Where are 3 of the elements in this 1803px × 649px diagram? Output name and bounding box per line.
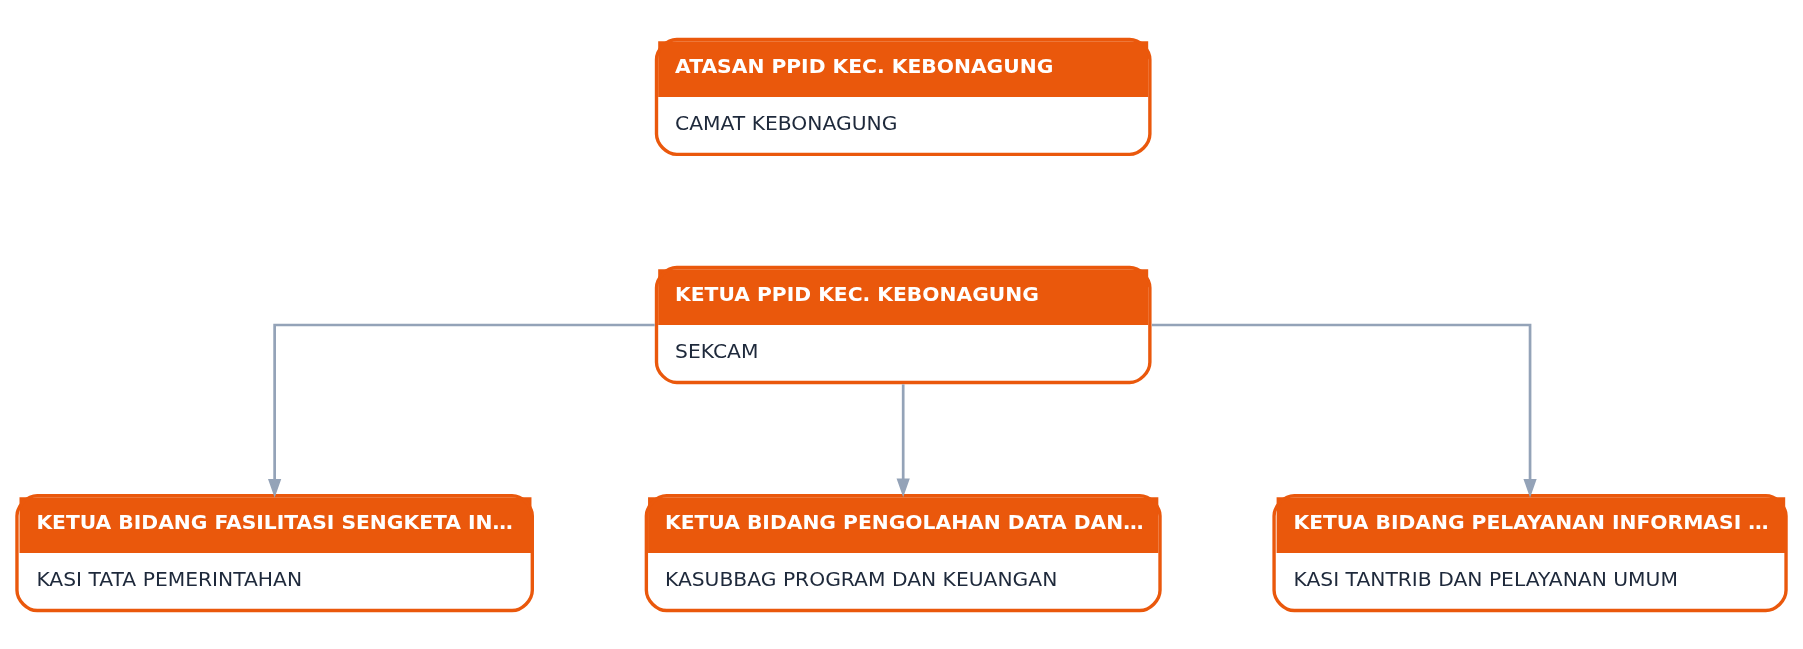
arrow bbox=[268, 323, 655, 498]
arrow bbox=[1151, 323, 1537, 498]
arrow bbox=[896, 383, 910, 497]
